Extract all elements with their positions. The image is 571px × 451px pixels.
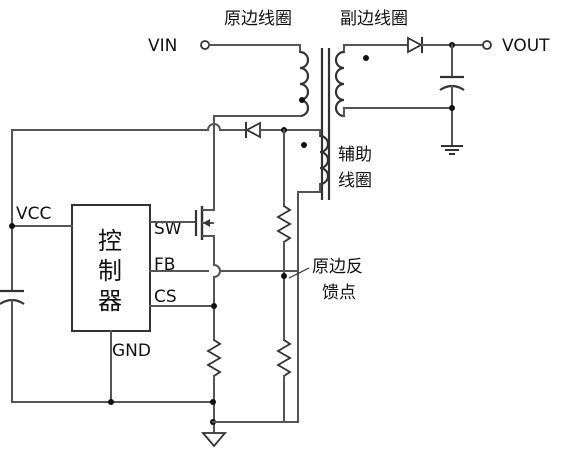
vcc-label: VCC (16, 204, 51, 224)
primary-winding-label: 原边线圈 (224, 9, 292, 29)
auxiliary-winding-label-2: 线圈 (338, 171, 372, 191)
aux-diode-icon (245, 121, 261, 139)
auxiliary-winding-coil (319, 134, 330, 186)
mosfet-switch-icon (150, 203, 215, 246)
primary-winding-coil (299, 50, 310, 118)
primary-dot-icon (299, 97, 305, 103)
output-ground-junction-dot (449, 105, 455, 111)
secondary-top-wire (343, 44, 409, 53)
secondary-winding-label: 副边线圈 (340, 9, 408, 29)
aux-dot-icon (301, 142, 307, 148)
ground-junction-dot-1 (210, 399, 216, 405)
controller-char-1: 控 (98, 227, 122, 255)
auxiliary-winding-label-1: 辅助 (338, 145, 372, 165)
output-ground-icon (441, 145, 463, 155)
vcc-junction-dot (9, 223, 15, 229)
secondary-dot-icon (363, 55, 369, 61)
controller-box (71, 204, 151, 332)
controller-char-2: 制 (98, 257, 122, 285)
aux-top-wire (299, 129, 321, 137)
divider-bottom-wire (212, 375, 285, 423)
primary-to-switch-wire (213, 115, 301, 125)
feedback-point-label-1: 原边反 (312, 257, 363, 277)
vcc-cap-bottom-wire (11, 299, 214, 403)
vin-terminal-icon (200, 40, 210, 50)
feedback-point-pointer (288, 267, 310, 279)
ground-icon (201, 432, 227, 448)
cs-junction-dot (211, 303, 217, 309)
controller-char-3: 器 (98, 287, 122, 315)
vin-label: VIN (148, 36, 177, 56)
vout-terminal-icon (482, 40, 492, 50)
pin-cs-label: CS (154, 287, 177, 307)
aux-bottom-wire (297, 183, 321, 423)
sense-resistor-icon (206, 339, 222, 377)
pin-sw-label: SW (154, 219, 182, 239)
output-diode-icon (407, 36, 423, 54)
divider-lower-resistor-icon (276, 339, 292, 377)
secondary-bottom-wire (343, 107, 453, 117)
feedback-point-label-2: 馈点 (322, 283, 356, 303)
vout-label: VOUT (502, 36, 550, 56)
secondary-winding-coil (334, 50, 345, 118)
feedback-point-dot (281, 273, 287, 279)
gnd-junction-dot (108, 399, 114, 405)
divider-upper-resistor-icon (276, 205, 292, 243)
gnd-label: GND (112, 341, 151, 361)
vin-wire (208, 44, 301, 53)
